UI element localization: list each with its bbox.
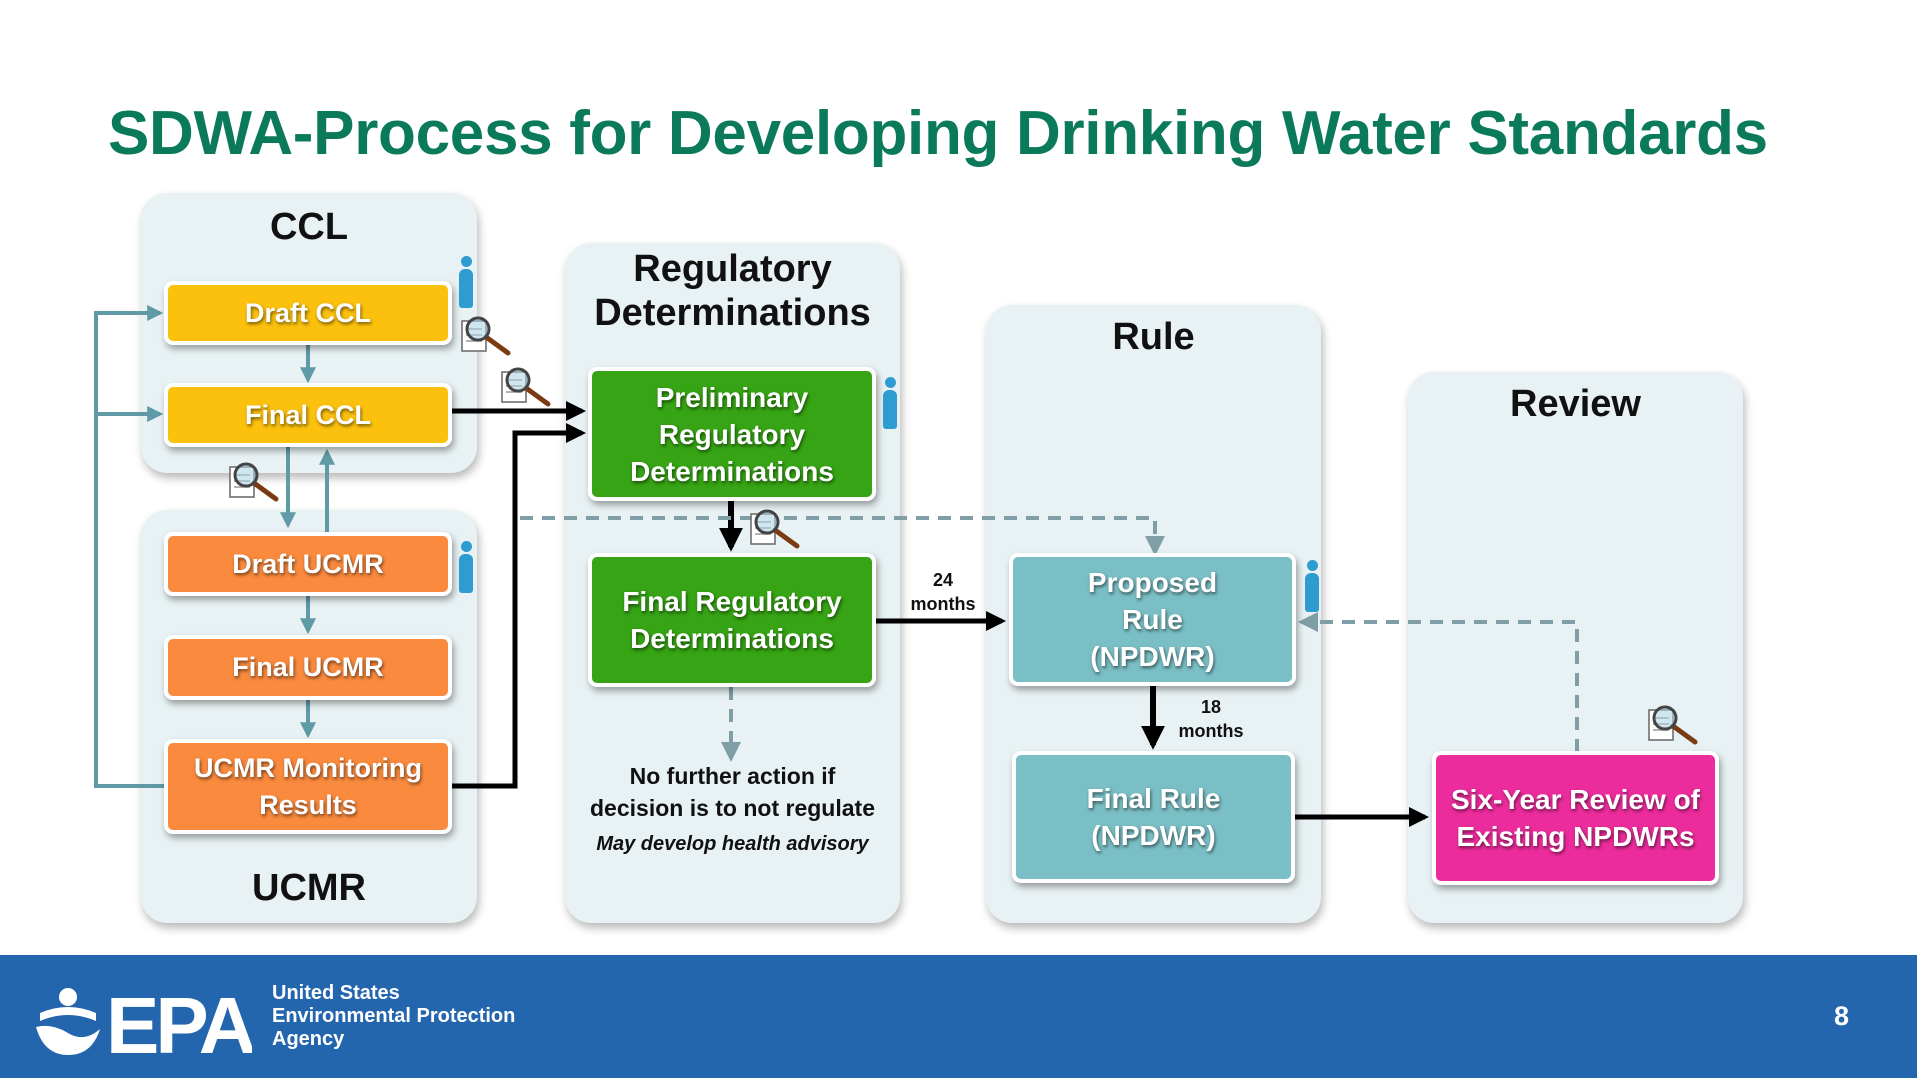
person-icon (883, 377, 897, 429)
magnifier-document-icon (1648, 705, 1698, 745)
person-icon (459, 256, 473, 308)
magnifier-document-icon (501, 367, 551, 407)
health-advisory-note: May develop health advisory (596, 833, 869, 855)
person-icon (1305, 560, 1319, 612)
final-regulatory-determinations-box: Final Regulatory Determinations (588, 553, 876, 687)
draft-ccl-box: Draft CCL (164, 281, 452, 345)
ucmr-panel-title: UCMR (252, 867, 366, 909)
regdet-panel-title: Regulatory Determinations (594, 248, 871, 334)
final-rule-box: Final Rule (NPDWR) (1012, 751, 1295, 883)
no-action-note: No further action if (629, 763, 836, 789)
review-panel-title: Review (1510, 383, 1641, 425)
preliminary-regulatory-determinations-box: Preliminary Regulatory Determinations (588, 367, 876, 501)
agency-name-line1: United States (272, 982, 400, 1004)
duration-24-months: 24 months (893, 568, 993, 616)
duration-18-number: 18 (1200, 697, 1222, 717)
draft-ucmr-box: Draft UCMR (164, 532, 452, 596)
duration-18-unit: months (1178, 721, 1244, 741)
duration-24-unit: months (910, 594, 976, 614)
no-regulate-note: decision is to not regulate (590, 795, 875, 821)
ucmr-monitoring-results-box: UCMR Monitoring Results (164, 739, 452, 834)
epa-logo: EPA (36, 983, 252, 1059)
final-ccl-box: Final CCL (164, 383, 452, 447)
agency-name-line3: Agency (272, 1028, 345, 1050)
slide-title: SDWA-Process for Developing Drinking Wat… (108, 99, 1768, 168)
final-ucmr-box: Final UCMR (164, 635, 452, 700)
magnifier-document-icon (750, 509, 800, 549)
ccl-panel-title: CCL (269, 206, 349, 248)
agency-name-line2: Environmental Protection (272, 1005, 516, 1027)
magnifier-document-icon (229, 462, 279, 502)
agency-name: United States Environmental Protection A… (272, 982, 515, 1051)
magnifier-document-icon (461, 316, 511, 356)
page-number: 8 (1833, 1001, 1849, 1031)
proposed-rule-box: Proposed Rule (NPDWR) (1009, 553, 1296, 686)
duration-18-months: 18 months (1161, 695, 1261, 743)
six-year-review-box: Six-Year Review of Existing NPDWRs (1432, 751, 1719, 885)
duration-24-number: 24 (932, 570, 954, 590)
epa-logo-text: EPA (106, 983, 252, 1059)
rule-panel-title: Rule (1112, 316, 1195, 358)
person-icon (459, 541, 473, 593)
footer-bar: EPA United States Environmental Protecti… (0, 955, 1917, 1078)
